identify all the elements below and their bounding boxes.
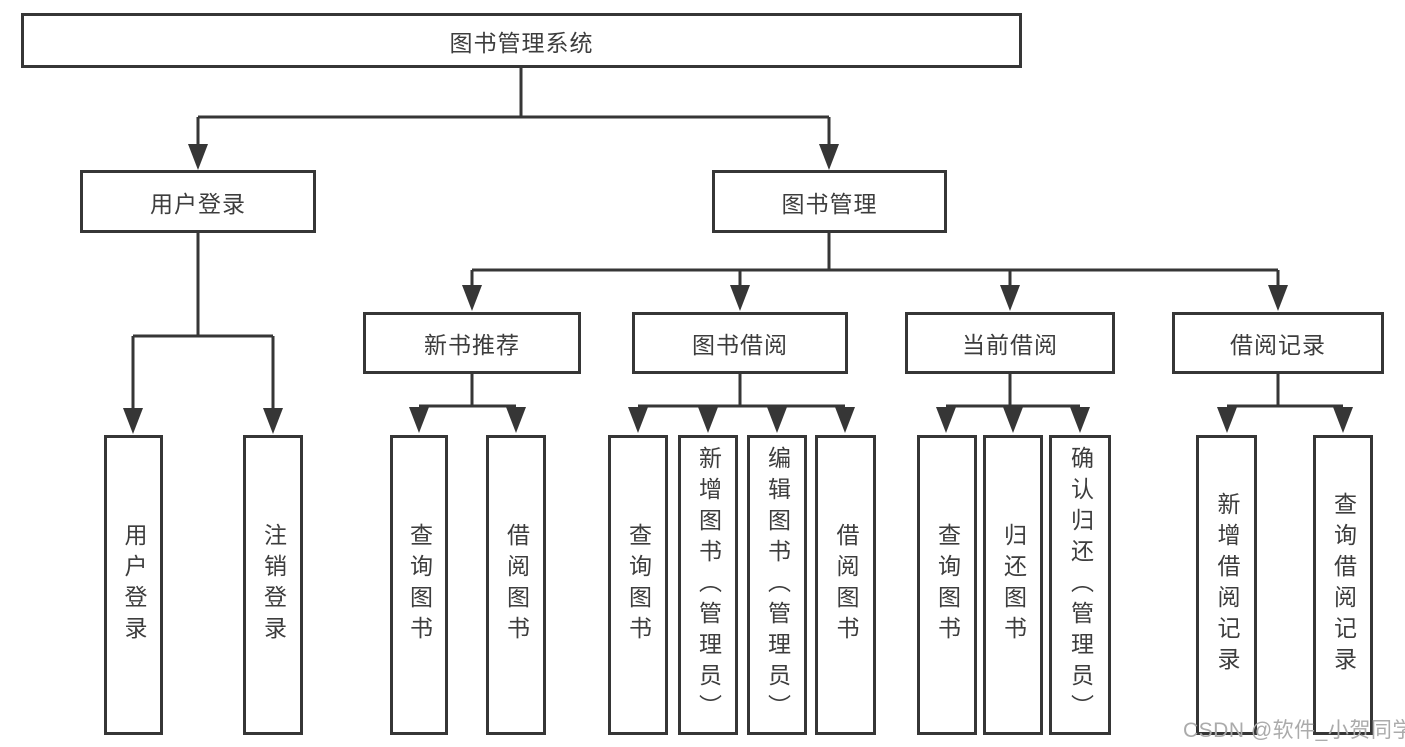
arrowheads (123, 144, 1353, 434)
leaf-user-login: 用户登录 (104, 435, 163, 735)
node-label: 当前借阅 (962, 332, 1058, 358)
watermark-text: CSDN @软件_小贺同学 (1183, 719, 1405, 742)
node-label: 借阅图书 (833, 523, 859, 647)
node-label: 归还图书 (1000, 523, 1027, 647)
node-label: 新书推荐 (424, 332, 520, 358)
leaf-query-books-recommend: 查询图书 (390, 435, 448, 735)
node-label: 注销登录 (260, 523, 287, 647)
leaf-query-books-current: 查询图书 (917, 435, 977, 735)
leaf-add-borrow-record: 新增借阅记录 (1196, 435, 1257, 735)
node-label: 图书管理 (781, 190, 878, 217)
node-label: 用户登录 (150, 190, 246, 217)
leaf-edit-book-admin: 编辑图书（管理员） (747, 435, 807, 735)
node-current-borrow: 当前借阅 (905, 312, 1115, 374)
leaf-return-book: 归还图书 (983, 435, 1043, 735)
node-book-management: 图书管理 (712, 170, 947, 233)
node-label: 借阅图书 (503, 523, 530, 647)
node-label: 新增图书（管理员） (695, 445, 722, 725)
node-label: 图书借阅 (692, 332, 788, 358)
leaf-borrow-books: 借阅图书 (815, 435, 876, 735)
node-label: 编辑图书（管理员） (764, 445, 791, 725)
leaf-logout: 注销登录 (243, 435, 303, 735)
leaf-borrow-books-recommend: 借阅图书 (486, 435, 546, 735)
node-new-book-recommend: 新书推荐 (363, 312, 581, 374)
node-label: 图书管理系统 (449, 29, 594, 56)
node-label: 查询图书 (934, 523, 961, 647)
leaf-query-books-borrow: 查询图书 (608, 435, 668, 735)
node-book-borrow: 图书借阅 (632, 312, 848, 374)
leaf-add-book-admin: 新增图书（管理员） (678, 435, 738, 735)
node-label: 新增借阅记录 (1214, 492, 1240, 678)
leaf-query-borrow-record: 查询借阅记录 (1313, 435, 1373, 735)
leaf-confirm-return-admin: 确认归还（管理员） (1049, 435, 1111, 735)
node-label: 确认归还（管理员） (1067, 445, 1094, 725)
node-user-login: 用户登录 (80, 170, 316, 233)
node-label: 借阅记录 (1230, 332, 1326, 358)
node-label: 查询借阅记录 (1330, 492, 1357, 678)
node-root-system: 图书管理系统 (21, 13, 1022, 68)
node-label: 用户登录 (121, 523, 147, 647)
node-borrow-records: 借阅记录 (1172, 312, 1384, 374)
node-label: 查询图书 (625, 523, 652, 647)
node-label: 查询图书 (406, 523, 433, 647)
